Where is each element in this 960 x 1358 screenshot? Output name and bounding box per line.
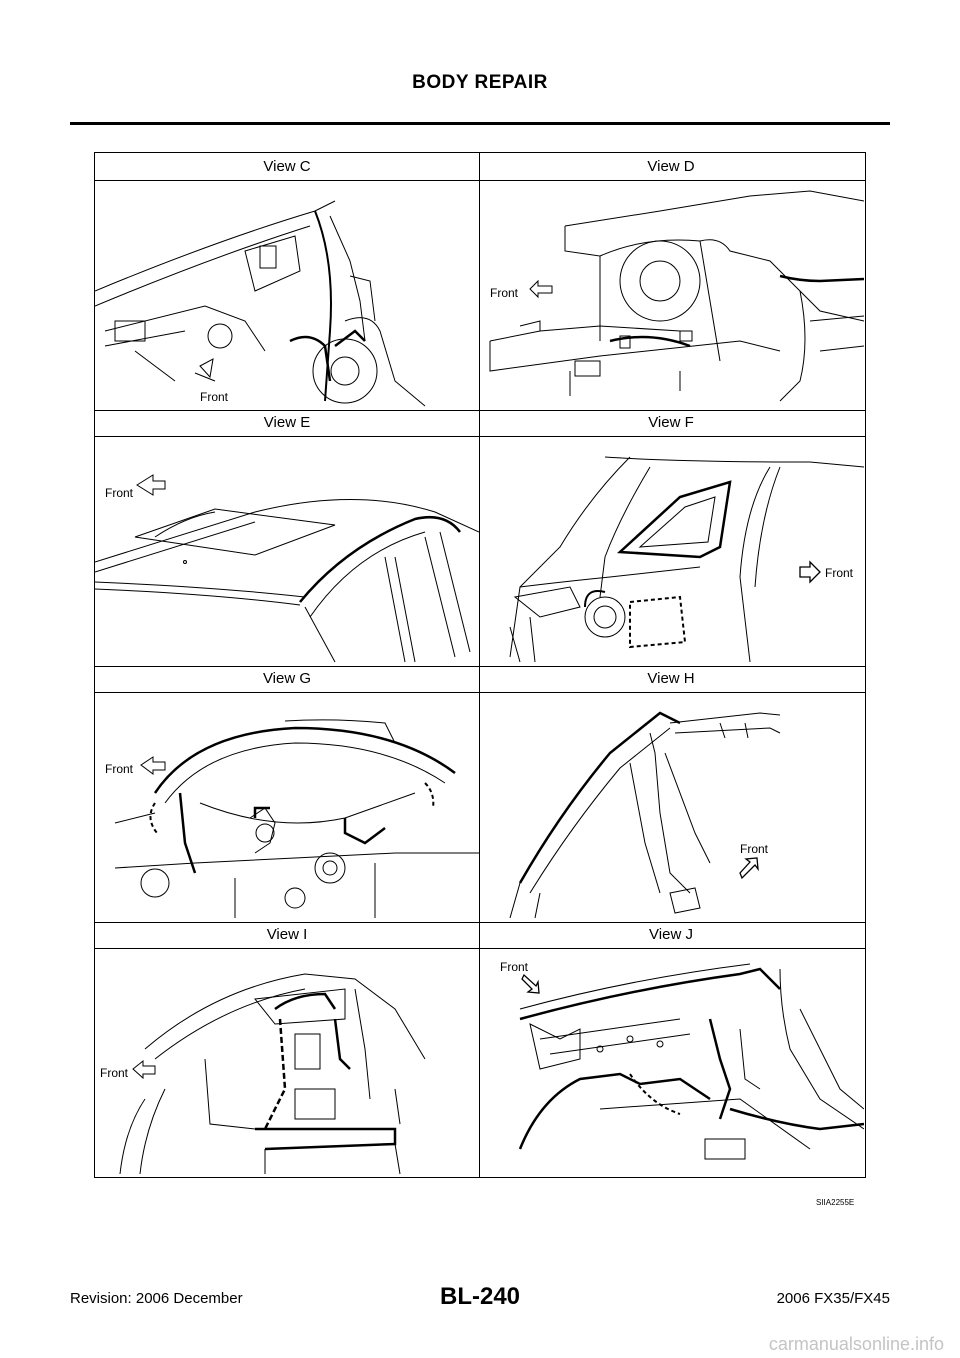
view-i-drawing: Front (95, 949, 479, 1179)
view-e-label: View E (263, 414, 311, 431)
view-h-label: View H (647, 670, 695, 687)
view-i-label: View I (266, 926, 308, 943)
view-f-drawing: Front (480, 437, 864, 667)
view-g-label: View G (262, 670, 312, 687)
column-divider (479, 153, 480, 1177)
row-rule (95, 666, 865, 667)
page-number: BL-240 (439, 1283, 521, 1310)
front-label: Front (105, 762, 134, 776)
view-g-drawing: Front (95, 693, 479, 923)
watermark-link[interactable]: carmanualsonline.info (768, 1334, 944, 1354)
row-rule (95, 180, 865, 181)
page-title: BODY REPAIR (412, 72, 548, 93)
row-rule (95, 948, 865, 949)
front-label: Front (500, 960, 529, 974)
row-rule (95, 922, 865, 923)
model-name: 2006 FX35/FX45 (776, 1290, 890, 1307)
front-label: Front (105, 486, 134, 500)
view-f-label: View F (648, 414, 694, 431)
revision-date: Revision: 2006 December (70, 1290, 243, 1307)
view-j-label: View J (649, 926, 693, 943)
front-label: Front (490, 286, 519, 300)
view-e-drawing: Front (95, 437, 479, 667)
figure-table: View C View D Front (94, 152, 866, 1178)
front-label: Front (825, 566, 854, 580)
view-c-drawing: Front (95, 181, 479, 411)
row-rule (95, 410, 865, 411)
view-d-drawing: Front (480, 181, 864, 411)
figure-code: SIIA2255E (816, 1198, 855, 1207)
front-label: Front (200, 390, 229, 404)
view-d-label: View D (647, 158, 695, 175)
view-j-drawing: Front (480, 949, 864, 1179)
header-rule (70, 122, 890, 125)
view-c-label: View C (263, 158, 311, 175)
row-rule (95, 692, 865, 693)
front-label: Front (740, 842, 769, 856)
view-h-drawing: Front (480, 693, 864, 923)
front-label: Front (100, 1066, 129, 1080)
row-rule (95, 436, 865, 437)
